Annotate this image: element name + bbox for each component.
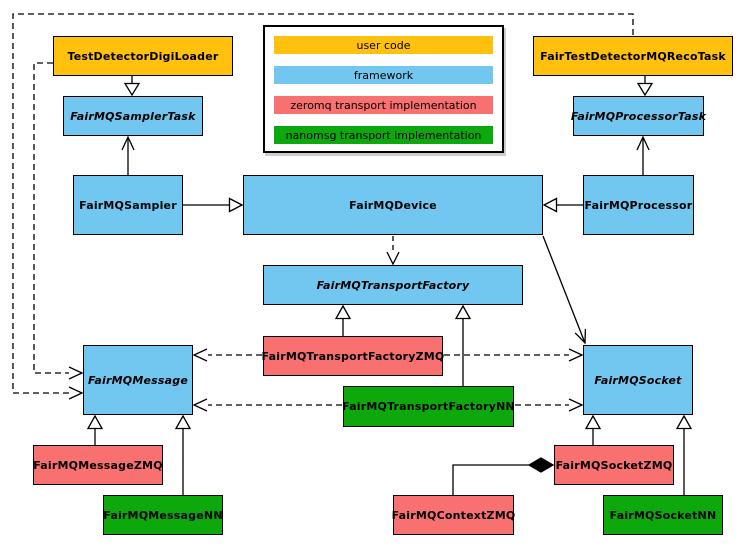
node-fair-test-detector-mq-reco-task: FairTestDetectorMQRecoTask bbox=[533, 36, 733, 76]
node-fairmq-transport-factory-zmq: FairMQTransportFactoryZMQ bbox=[262, 336, 444, 376]
edge-socketzmq-socket bbox=[584, 414, 602, 445]
edge-socketnn-socket bbox=[675, 414, 693, 495]
legend-item-user-code: user code bbox=[274, 36, 493, 54]
node-fairmq-processor-task: FairMQProcessorTask bbox=[571, 96, 706, 136]
edge-processor-processortask bbox=[636, 135, 650, 175]
node-test-detector-digi-loader: TestDetectorDigiLoader bbox=[53, 36, 233, 76]
node-fairmq-socket: FairMQSocket bbox=[583, 345, 693, 415]
node-fairmq-transport-factory-nn: FairMQTransportFactoryNN bbox=[342, 386, 515, 427]
node-fairmq-device: FairMQDevice bbox=[243, 175, 543, 235]
node-fairmq-message: FairMQMessage bbox=[83, 345, 193, 415]
edge-factorynn-socket bbox=[515, 398, 584, 412]
edge-factorynn-message bbox=[192, 398, 342, 412]
node-fairmq-message-zmq: FairMQMessageZMQ bbox=[33, 445, 163, 485]
legend-item-nanomsg: nanomsg transport implementation bbox=[274, 126, 493, 144]
node-fairmq-context-zmq: FairMQContextZMQ bbox=[392, 495, 515, 535]
legend: user code framework zeromq transport imp… bbox=[263, 25, 504, 153]
edge-factoryzmq-message bbox=[192, 348, 262, 362]
node-fairmq-transport-factory: FairMQTransportFactory bbox=[263, 265, 523, 305]
edge-device-socket bbox=[542, 235, 587, 345]
edge-messagenn-message bbox=[174, 414, 192, 495]
legend-item-framework: framework bbox=[274, 66, 493, 84]
edge-contextzmq-socketzmq bbox=[452, 457, 555, 495]
node-fairmq-socket-zmq: FairMQSocketZMQ bbox=[554, 445, 674, 485]
edge-factorynn-transportfactory bbox=[454, 304, 472, 386]
edge-sampler-samplertask bbox=[121, 135, 135, 175]
edge-factoryzmq-transportfactory bbox=[334, 304, 352, 336]
edge-device-transportfactory bbox=[386, 236, 400, 266]
edge-sampler-device bbox=[183, 197, 244, 213]
edge-processor-device bbox=[542, 197, 583, 213]
node-fairmq-message-nn: FairMQMessageNN bbox=[103, 495, 223, 535]
legend-item-zeromq: zeromq transport implementation bbox=[274, 96, 493, 114]
node-fairmq-sampler-task: FairMQSamplerTask bbox=[63, 96, 203, 136]
edge-recotask-processortask bbox=[636, 76, 654, 97]
node-fairmq-sampler: FairMQSampler bbox=[73, 175, 183, 235]
edge-factoryzmq-socket bbox=[444, 348, 584, 362]
node-fairmq-socket-nn: FairMQSocketNN bbox=[603, 495, 723, 535]
edge-messagezmq-message bbox=[86, 414, 104, 445]
node-fairmq-processor: FairMQProcessor bbox=[583, 175, 694, 235]
edge-digiloader-samplertask bbox=[123, 76, 141, 97]
